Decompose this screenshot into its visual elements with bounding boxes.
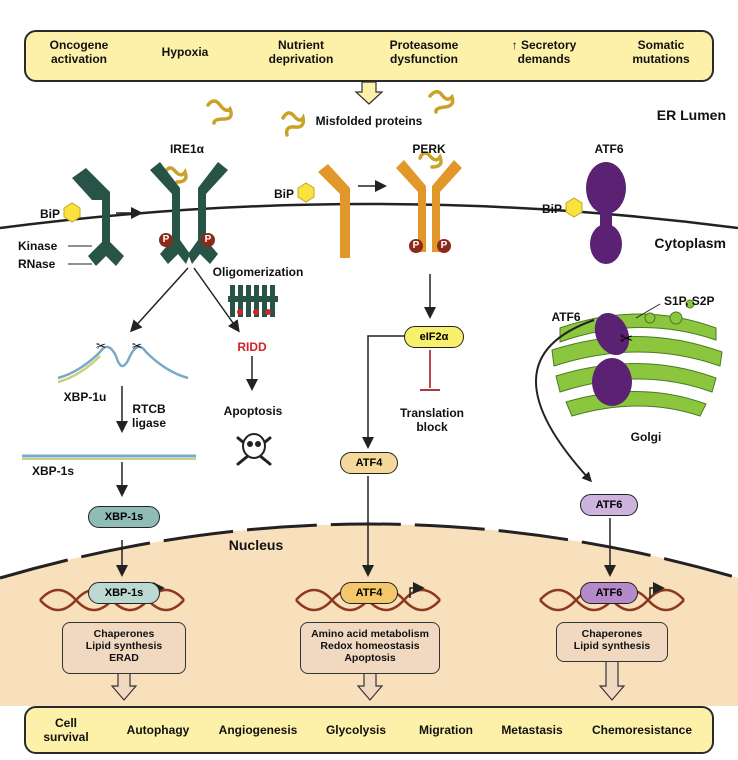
svg-text:✂: ✂ <box>96 339 106 353</box>
atf4-target-genes: Amino acid metabolism Redox homeostasis … <box>311 628 429 664</box>
phospho-icon <box>201 233 215 247</box>
golgi-label: Golgi <box>630 430 662 444</box>
stress-signal: Nutrient deprivation <box>268 38 334 66</box>
atf6-target-genes-box <box>556 622 668 662</box>
stress-signal: Hypoxia <box>161 45 209 59</box>
outcome-item: Metastasis <box>501 723 563 737</box>
outcome-item: Angiogenesis <box>218 723 298 737</box>
atf6-er-protein <box>586 162 626 264</box>
outcome-item: Migration <box>419 723 473 737</box>
misfolded-proteins-label: Misfolded proteins <box>315 114 423 128</box>
stress-signals-box <box>24 30 714 82</box>
skull-icon <box>236 433 272 466</box>
apoptosis-label: Apoptosis <box>223 404 283 418</box>
stress-signal: Somatic mutations <box>632 38 690 66</box>
phospho-icon <box>159 233 173 247</box>
er-membrane <box>0 202 738 230</box>
outcome-item: Autophagy <box>126 723 190 737</box>
perk-dimer <box>396 160 462 252</box>
xbp1s-mrna-label: XBP-1s <box>31 464 75 478</box>
misfolded-protein-icon <box>163 90 455 184</box>
oligomerization-label: Oligomerization <box>212 265 304 279</box>
atf4-target-genes-box <box>300 622 440 674</box>
perk-label: PERK <box>412 142 446 156</box>
phospho-icon <box>437 239 451 253</box>
xbp1s-nuclear-protein: XBP-1s <box>88 582 160 604</box>
rnase-label: RNase <box>18 257 56 271</box>
svg-text:✂: ✂ <box>132 339 142 353</box>
phospho-label: P <box>412 240 420 251</box>
kinase-label: Kinase <box>18 239 58 253</box>
translation-block-label: Translation block <box>399 406 464 434</box>
nuclear-envelope <box>0 522 738 580</box>
stress-signal: ↑ Secretory demands <box>511 38 577 66</box>
er-lumen-label: ER Lumen <box>656 107 726 123</box>
cytoplasm-label: Cytoplasm <box>654 235 726 251</box>
bip-label: BiP <box>273 187 294 201</box>
stress-down-arrow <box>354 81 384 105</box>
outcome-item: Glycolysis <box>325 723 387 737</box>
outcome-arrow <box>110 659 626 701</box>
eif2a-protein: eIF2α <box>404 326 464 348</box>
atf6-er-label: ATF6 <box>594 142 624 156</box>
xbp1u-mrna-icon <box>57 345 189 384</box>
outcomes-box <box>24 706 714 754</box>
xbp1s-target-genes-box <box>62 622 186 674</box>
bip-label: BiP <box>541 202 562 216</box>
phospho-label: P <box>204 234 212 245</box>
atf6-golgi-label: ATF6 <box>551 310 581 324</box>
xbp1s-target-genes: Chaperones Lipid synthesis ERAD <box>85 628 163 664</box>
atf4-nuclear-protein: ATF4 <box>340 582 398 604</box>
ridd-label: RIDD <box>237 340 267 354</box>
xbp1s-protein: XBP-1s <box>88 506 160 528</box>
svg-text:✂: ✂ <box>620 329 633 348</box>
phospho-label: P <box>162 234 170 245</box>
ire1-oligomer <box>228 285 278 317</box>
bip-icon <box>63 182 583 223</box>
stress-signal: Oncogene activation <box>49 38 109 66</box>
ire1-dimer <box>150 162 228 264</box>
xbp1u-label: XBP-1u <box>63 390 107 404</box>
rtcb-ligase-label: RTCB ligase <box>131 402 167 430</box>
atf6-golgi-protein <box>592 312 632 406</box>
nucleus-label: Nucleus <box>228 537 284 553</box>
stress-signal: Proteasome dysfunction <box>389 38 459 66</box>
ire1-monomer <box>72 168 124 266</box>
atf6-target-genes: Chaperones Lipid synthesis <box>573 628 651 652</box>
phospho-icon <box>409 239 423 253</box>
atf6-cleaved-protein: ATF6 <box>580 494 638 516</box>
outcome-item: Cell survival <box>43 716 89 744</box>
phospho-label: P <box>440 240 448 251</box>
atf4-protein: ATF4 <box>340 452 398 474</box>
perk-monomer <box>318 164 350 258</box>
s1p-s2p-label: S1P, S2P <box>664 294 715 308</box>
atf6-nuclear-protein: ATF6 <box>580 582 638 604</box>
ire1-label: IRE1α <box>169 142 205 156</box>
bip-label: BiP <box>39 207 60 221</box>
outcome-item: Chemoresistance <box>591 723 693 737</box>
